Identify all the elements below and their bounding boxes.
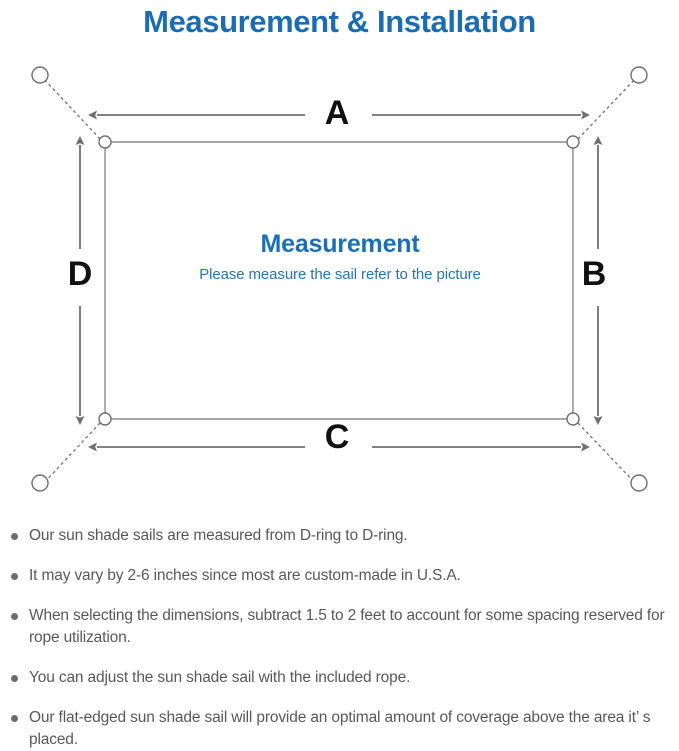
- center-heading: Measurement: [260, 230, 420, 258]
- center-caption: Measurement Please measure the sail refe…: [105, 229, 575, 286]
- bullet-icon: [11, 533, 18, 540]
- note-text: You can adjust the sun shade sail with t…: [29, 669, 411, 686]
- note-text: When selecting the dimensions, subtract …: [29, 607, 665, 646]
- d-ring-bottom-right: [566, 412, 580, 426]
- bullet-icon: [11, 573, 18, 580]
- anchor-points: [31, 66, 648, 492]
- sail-rectangle: [104, 141, 574, 420]
- anchor-top-left: [31, 66, 49, 84]
- page-title: Measurement & Installation: [143, 4, 536, 39]
- center-subtext: Please measure the sail refer to the pic…: [199, 266, 481, 283]
- note-text: It may vary by 2-6 inches since most are…: [29, 567, 461, 584]
- dimension-label-b: B: [581, 255, 607, 293]
- note-text: Our sun shade sails are measured from D-…: [29, 527, 408, 544]
- bullet-icon: [11, 715, 18, 722]
- notes-list: Our sun shade sails are measured from D-…: [0, 525, 679, 751]
- dimension-label-c: C: [324, 418, 350, 456]
- note-text: Our flat-edged sun shade sail will provi…: [29, 709, 651, 748]
- d-rings: [98, 135, 580, 426]
- anchor-top-right: [630, 66, 648, 84]
- d-ring-bottom-left: [98, 412, 112, 426]
- list-item: You can adjust the sun shade sail with t…: [0, 667, 679, 689]
- list-item: It may vary by 2-6 inches since most are…: [0, 565, 679, 587]
- list-item: Our flat-edged sun shade sail will provi…: [0, 707, 679, 751]
- anchor-bottom-right: [630, 474, 648, 492]
- dimension-label-d: D: [67, 255, 93, 293]
- d-ring-top-right: [566, 135, 580, 149]
- rope-bottom-right: [577, 422, 638, 486]
- rope-bottom-left: [41, 422, 101, 486]
- d-ring-top-left: [98, 135, 112, 149]
- measurement-diagram: A C D B Measurement Please measure the s…: [0, 44, 679, 519]
- anchor-bottom-left: [31, 474, 49, 492]
- list-item: When selecting the dimensions, subtract …: [0, 605, 679, 649]
- bullet-icon: [11, 675, 18, 682]
- diagram-svg: [31, 66, 648, 492]
- rope-top-left: [41, 76, 101, 140]
- dimension-label-a: A: [324, 94, 350, 132]
- rope-top-right: [577, 76, 638, 140]
- rope-lines: [41, 76, 638, 486]
- list-item: Our sun shade sails are measured from D-…: [0, 525, 679, 547]
- bullet-icon: [11, 613, 18, 620]
